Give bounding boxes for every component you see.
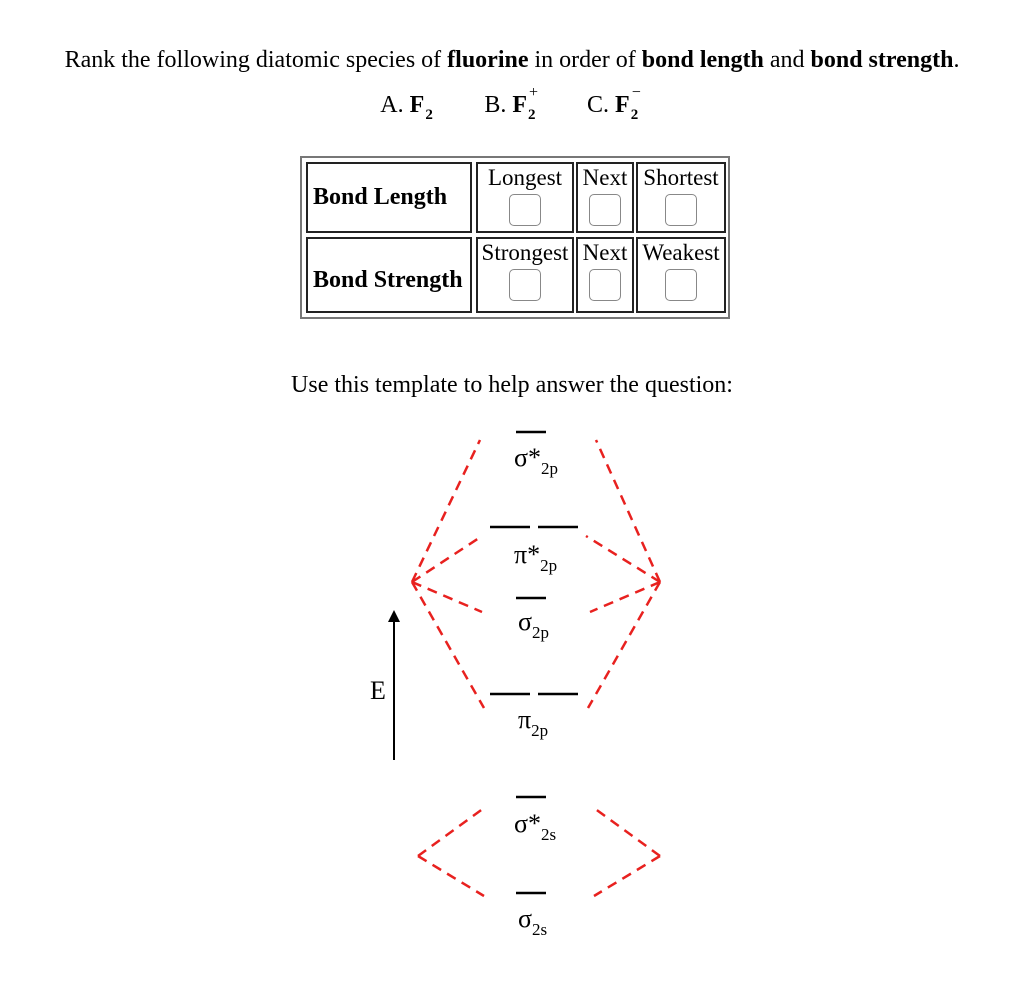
corr-left-2p-to-pi-star	[411, 534, 483, 584]
col-head-longest: Longest	[487, 165, 563, 190]
corr-left-2p-to-sigma-star	[410, 439, 482, 583]
bond-strength-col-strongest: Strongest	[476, 237, 574, 313]
bond-strength-label: Bond Strength	[306, 237, 472, 313]
col-head-shortest: Shortest	[643, 165, 719, 190]
bond-length-col-shortest: Shortest	[636, 162, 726, 233]
corr-right-2s-to-sigma	[593, 854, 661, 898]
option-a-symbol: F	[409, 92, 425, 118]
bond-length-longest-box[interactable]	[509, 194, 541, 226]
option-b-subscript: 2	[528, 107, 536, 123]
corr-right-2p-to-pi	[586, 581, 662, 709]
energy-axis-arrowhead	[388, 610, 400, 622]
label-pi-star-2p: π*2p	[514, 540, 557, 575]
question-text: Rank the following diatomic species of f…	[0, 44, 1024, 76]
label-sigma-star-2p: σ*2p	[514, 443, 558, 478]
corr-right-2p-to-sigma-star	[594, 439, 662, 583]
label-sigma-2s: σ2s	[518, 904, 547, 939]
option-a-subscript: 2	[425, 107, 433, 123]
energy-axis-label: E	[370, 676, 386, 705]
col-head-next-length: Next	[582, 165, 628, 190]
option-c-charge: −	[631, 84, 641, 101]
option-b-symbol: F	[512, 92, 527, 118]
ranking-table: Bond Length Longest Next Shortest Bond S…	[300, 156, 730, 319]
question-bold-bond-length: bond length	[641, 47, 764, 73]
question-mid2: and	[763, 47, 811, 73]
template-prompt: Use this template to help answer the que…	[291, 372, 733, 398]
bond-length-shortest-box[interactable]	[665, 194, 697, 226]
bond-length-next-box[interactable]	[589, 194, 621, 226]
question-prefix: Rank the following diatomic species of	[64, 47, 448, 73]
bond-strength-strongest-box[interactable]	[509, 269, 541, 301]
corr-left-2s-to-sigma	[417, 854, 485, 898]
bond-strength-next-box[interactable]	[589, 269, 621, 301]
correlation-lines	[410, 439, 662, 898]
question-bold-bond-strength: bond strength	[810, 47, 954, 73]
option-c-subscript: 2	[630, 107, 639, 123]
col-head-strongest: Strongest	[481, 240, 569, 265]
bond-length-col-longest: Longest	[476, 162, 574, 233]
corr-right-2p-to-pi-star	[585, 534, 661, 584]
bond-length-col-next: Next	[576, 162, 634, 233]
bond-strength-weakest-box[interactable]	[665, 269, 697, 301]
bond-strength-col-next: Next	[576, 237, 634, 313]
corr-right-2s-to-sigma-star	[593, 806, 661, 858]
question-mid1: in order of	[528, 47, 642, 73]
corr-right-2p-to-sigma	[589, 580, 661, 614]
corr-left-2p-to-pi	[410, 581, 486, 709]
col-head-next-strength: Next	[582, 240, 628, 265]
bond-strength-col-weakest: Weakest	[636, 237, 726, 313]
corr-left-2p-to-sigma	[411, 580, 483, 614]
option-b-charge: +	[529, 84, 539, 101]
label-sigma-2p: σ2p	[518, 607, 549, 642]
option-c-letter: C.	[587, 92, 616, 118]
option-a-letter: A.	[380, 92, 410, 118]
option-c-symbol: F	[615, 92, 630, 118]
col-head-weakest: Weakest	[642, 240, 720, 265]
option-b-letter: B.	[484, 92, 513, 118]
question-bold-fluorine: fluorine	[447, 47, 529, 73]
label-sigma-star-2s: σ*2s	[514, 809, 556, 844]
question-suffix: .	[953, 47, 960, 73]
label-pi-2p: π2p	[518, 705, 548, 740]
bond-length-label: Bond Length	[306, 162, 472, 233]
corr-left-2s-to-sigma-star	[417, 806, 485, 858]
